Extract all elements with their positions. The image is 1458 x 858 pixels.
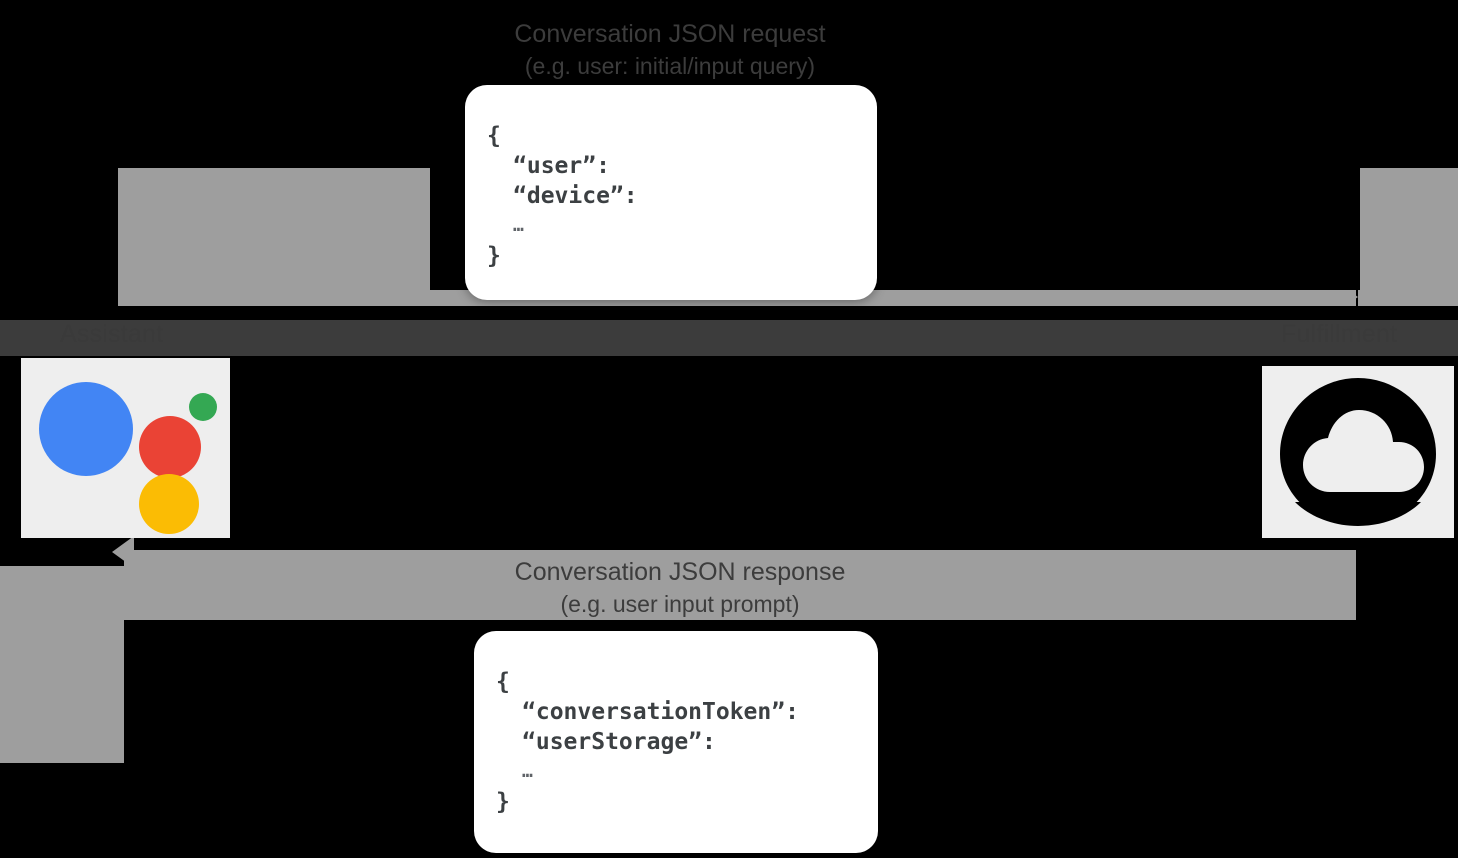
response-caption-line1: Conversation JSON response xyxy=(514,558,846,586)
fulfillment-cloud-tile xyxy=(1262,366,1454,538)
occlusion-mid-strip xyxy=(0,320,1458,356)
response-json-key-conversation-token: “conversationToken”: xyxy=(522,699,799,725)
assistant-logo-tile xyxy=(21,358,230,538)
response-json-open-brace: { xyxy=(496,669,510,695)
request-json-key-device: “device”: xyxy=(513,183,638,209)
request-json-open-brace: { xyxy=(487,123,501,149)
assistant-yellow-dot-icon xyxy=(139,474,199,534)
request-json-ellipsis: … xyxy=(513,215,526,236)
cloud-functions-icon xyxy=(1280,378,1436,526)
occlusion-request-top-strip xyxy=(0,0,1458,18)
request-caption-line2: (e.g. user: initial/input query) xyxy=(524,53,816,79)
response-caption-line2: (e.g. user input prompt) xyxy=(560,591,800,617)
request-json-card: { “user”: “device”: … } xyxy=(465,85,877,300)
actor-label-fulfillment: Fulfillment xyxy=(1281,320,1398,348)
assistant-red-dot-icon xyxy=(139,416,201,478)
response-flow-caption: Conversation JSON response (e.g. user in… xyxy=(0,556,1360,620)
assistant-green-dot-icon xyxy=(189,393,217,421)
actor-label-assistant: Assistant xyxy=(60,320,164,348)
request-arrow-tail-lower xyxy=(1358,288,1458,306)
request-json-key-user: “user”: xyxy=(513,153,610,179)
request-caption-line1: Conversation JSON request xyxy=(514,20,826,48)
occlusion-logo-row xyxy=(230,356,1262,540)
response-arrow-tail xyxy=(0,566,124,763)
occlusion-request-bottom-gap xyxy=(0,306,1458,320)
occlusion-request-left xyxy=(0,168,118,306)
assistant-blue-dot-icon xyxy=(39,382,133,476)
request-flow-caption: Conversation JSON request (e.g. user: in… xyxy=(0,18,1340,82)
response-json-ellipsis: … xyxy=(522,761,535,782)
response-json-card: { “conversationToken”: “userStorage”: … … xyxy=(474,631,878,853)
response-arrowhead-icon xyxy=(112,536,134,568)
response-json-close-brace: } xyxy=(496,789,510,815)
request-json-close-brace: } xyxy=(487,243,501,269)
request-arrow-tail-upper xyxy=(1356,168,1458,288)
response-json-key-user-storage: “userStorage”: xyxy=(522,729,716,755)
